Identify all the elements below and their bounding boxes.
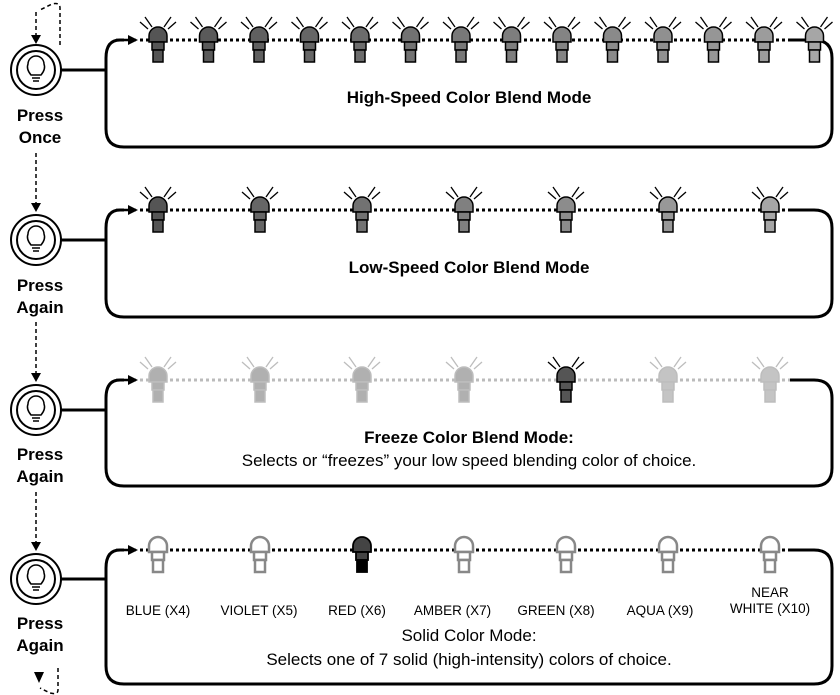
bulb-freeze-2 [241,356,279,403]
bulb-low-speed-2 [241,186,279,233]
bulb-high-speed-2 [190,16,227,63]
bulb-high-speed-9 [543,16,581,63]
lightbulb-icon [26,225,46,252]
bulb-label-green: GREEN (X8) [517,603,595,618]
press-button-3 [10,384,62,436]
bulb-high-speed-14 [796,16,833,63]
mode-desc-freeze: Selects or “freezes” your low speed blen… [241,451,697,470]
bulb-low-speed-4 [445,186,483,233]
loop-back-bottom [39,668,59,695]
lightbulb-icon [26,564,46,591]
press-button-1 [10,44,62,96]
mode-panel-4 [104,548,834,686]
press-button-2 [10,214,62,266]
lightbulb-icon [26,55,46,82]
bulb-high-speed-13 [745,16,783,63]
step-arrow-4 [31,542,41,551]
bulb-high-speed-10 [594,16,631,63]
step-arrow-3 [31,373,41,382]
mode-title-low-speed: Low-Speed Color Blend Mode [348,258,590,277]
bulb-high-speed-11 [644,16,682,63]
bulb-high-speed-4 [291,16,328,63]
bulb-freeze-7 [751,356,789,403]
bulb-label-violet: VIOLET (X5) [220,603,298,618]
bulb-low-speed-7 [751,186,789,233]
bulb-high-speed-7 [442,16,480,63]
bulb-label-amber: AMBER (X7) [413,603,492,618]
bulb-freeze-1 [139,356,177,403]
bulb-label-red: RED (X6) [328,603,386,618]
mode-desc-solid: Selects one of 7 solid (high-intensity) … [266,650,672,669]
bulb-solid-5 [555,535,577,574]
bulb-label-blue: BLUE (X4) [125,603,191,618]
loop-back-arrow-bottom [34,672,44,683]
press-button-4 [10,553,62,605]
step-arrow-1 [31,35,41,44]
bulb-low-speed-3 [343,186,381,233]
loop-back-top [39,2,61,45]
bulb-freeze-3 [343,356,381,403]
bulb-freeze-4 [445,356,483,403]
bulb-solid-1 [147,535,169,574]
bulb-freeze-5 [547,356,585,403]
bulb-high-speed-6 [392,16,429,63]
bulb-high-speed-1 [139,16,177,63]
bulb-high-speed-8 [493,16,530,63]
bulb-high-speed-3 [240,16,278,63]
bulb-freeze-6 [649,356,687,403]
mode-title-solid: Solid Color Mode: [401,626,537,645]
step-arrow-2 [31,203,41,212]
bulb-solid-3 [352,536,372,573]
bulb-solid-6 [657,535,679,574]
bulb-solid-4 [453,535,475,574]
lightbulb-icon [26,395,46,422]
bulb-high-speed-12 [695,16,732,63]
bulb-solid-2 [249,535,271,574]
bulb-low-speed-6 [649,186,687,233]
mode-title-freeze: Freeze Color Blend Mode: [364,428,574,447]
mode-panel-3 [104,378,834,488]
bulb-low-speed-1 [139,186,177,233]
bulb-solid-7 [759,535,781,574]
mode-title-high-speed: High-Speed Color Blend Mode [346,88,592,107]
bulb-high-speed-5 [341,16,379,63]
mode-panel-2 [104,208,834,319]
bulb-low-speed-5 [547,186,585,233]
bulb-label-aqua: AQUA (X9) [626,603,694,618]
mode-panel-1 [104,38,834,149]
